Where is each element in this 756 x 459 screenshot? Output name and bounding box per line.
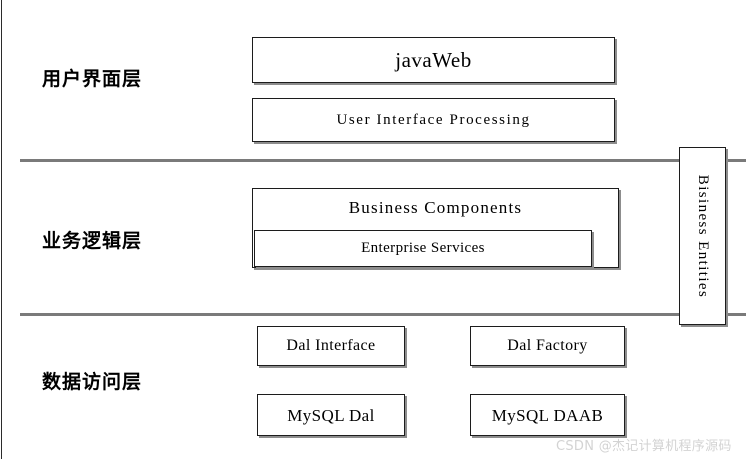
layer-label-presentation: 用户界面层: [42, 68, 143, 90]
box-bisiness-entities[interactable]: Bisiness Entities: [679, 147, 726, 325]
box-dal-interface-label: Dal Interface: [286, 337, 376, 354]
box-enterprise-services[interactable]: Enterprise Services: [254, 230, 592, 267]
box-javaweb[interactable]: javaWeb: [252, 37, 615, 83]
box-enterprise-services-label: Enterprise Services: [361, 240, 485, 256]
box-user-interface-processing-label: User Interface Processing: [336, 111, 531, 128]
box-bisiness-entities-label: Bisiness Entities: [695, 174, 712, 298]
layer-divider-presentation-business: [20, 159, 746, 162]
box-mysql-dal[interactable]: MySQL Dal: [257, 394, 405, 436]
layer-label-business: 业务逻辑层: [42, 230, 143, 252]
layer-divider-business-data: [20, 313, 746, 316]
box-dal-factory-label: Dal Factory: [507, 337, 588, 354]
box-mysql-dal-label: MySQL Dal: [287, 405, 375, 425]
box-mysql-daab-label: MySQL DAAB: [491, 405, 604, 425]
box-mysql-daab[interactable]: MySQL DAAB: [470, 394, 625, 436]
box-business-components-label: Business Components: [348, 198, 523, 217]
layer-label-data: 数据访问层: [42, 371, 143, 393]
box-dal-interface[interactable]: Dal Interface: [257, 326, 405, 366]
page-border-left: [1, 0, 2, 459]
box-user-interface-processing[interactable]: User Interface Processing: [252, 98, 615, 142]
box-dal-factory[interactable]: Dal Factory: [470, 326, 625, 366]
watermark-text: CSDN @杰记计算机程序源码: [556, 439, 732, 454]
box-javaweb-label: javaWeb: [395, 47, 472, 72]
